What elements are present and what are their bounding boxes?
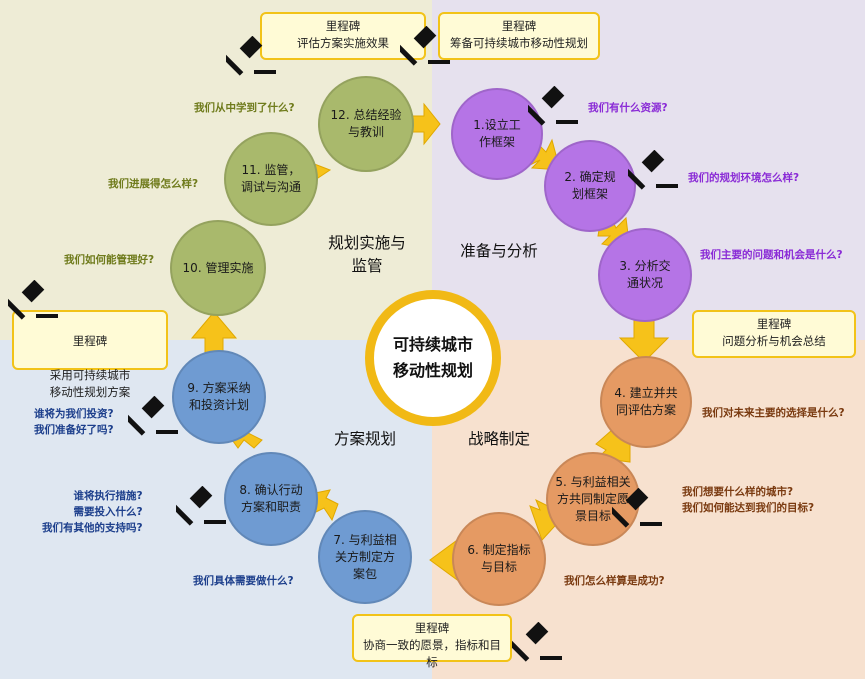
milestone-evaluate: 里程碑 评估方案实施效果 [260,12,426,60]
phase-planning: 方案规划 [333,430,396,448]
question-11: 我们进展得怎么样? [108,178,199,190]
question-10: 我们如何能管理好? [64,254,155,266]
question-1: 我们有什么资源? [588,102,668,114]
gavel-icon [128,396,178,436]
step-5[interactable]: 5. 与利益相关 方共同制定愿 景目标 [546,452,640,546]
question-12: 我们从中学到了什么? [194,102,295,114]
milestone-title: 里程碑 [501,19,537,33]
question-3: 我们主要的问题和机会是什么? [700,249,843,261]
question-8: 谁将执行措施? 需要投入什么? 我们有其他的支持吗? [42,490,143,534]
milestone-text: 协商一致的愿景，指标和目标 [363,638,501,669]
question-2: 我们的规划环境怎么样? [688,172,800,184]
step-11[interactable]: 11. 监管， 调试与沟通 [224,132,318,226]
gavel-icon [628,150,678,190]
step-12[interactable]: 12. 总结经验 与教训 [318,76,414,172]
arrow-12-to-1 [409,102,441,146]
step-3[interactable]: 3. 分析交 通状况 [598,228,692,322]
step-7[interactable]: 7. 与利益相 关方制定方 案包 [318,510,412,604]
gavel-icon [612,488,662,528]
question-5: 我们想要什么样的城市? 我们如何能达到我们的目标? [682,486,815,514]
milestone-adopt: 里程碑 采用可持续城市 移动性规划方案 [12,310,168,399]
gavel-icon [512,622,562,662]
step-1[interactable]: 1.设立工 作框架 [451,88,543,180]
milestone-vision: 里程碑 协商一致的愿景，指标和目标 [352,614,512,669]
milestone-text: 筹备可持续城市移动性规划 [450,36,588,50]
center-title: 可持续城市 移动性规划 [365,290,501,426]
phase-strategy: 战略制定 [467,430,530,448]
milestone-prepare: 里程碑 筹备可持续城市移动性规划 [438,12,600,60]
step-6[interactable]: 6. 制定指标 与目标 [452,512,546,606]
question-4: 我们对未来主要的选择是什么? [702,407,845,419]
milestone-title: 里程碑 [325,19,361,33]
step-8[interactable]: 8. 确认行动 方案和职责 [224,452,318,546]
milestone-title: 里程碑 [756,317,792,331]
milestone-title: 里程碑 [414,621,450,635]
milestone-analysis: 里程碑 问题分析与机会总结 [692,310,856,358]
arrow-3-to-4 [618,317,670,363]
milestone-text: 采用可持续城市 移动性规划方案 [49,368,131,399]
question-6: 我们怎么样算是成功? [564,575,665,587]
milestone-text: 评估方案实施效果 [297,36,389,50]
milestone-title: 里程碑 [72,334,108,348]
milestone-text: 问题分析与机会总结 [722,334,826,348]
gavel-icon [176,486,226,526]
step-9[interactable]: 9. 方案采纳 和投资计划 [172,350,266,444]
phase-preparation: 准备与分析 [460,242,538,260]
gavel-icon [400,26,450,66]
question-9: 谁将为我们投资? 我们准备好了吗? [34,408,114,436]
step-10[interactable]: 10. 管理实施 [170,220,266,316]
question-7: 我们具体需要做什么? [193,575,294,587]
gavel-icon [8,280,58,320]
step-4[interactable]: 4. 建立并共 同评估方案 [600,356,692,448]
phase-implementation: 规划实施与 监管 [328,234,406,275]
gavel-icon [226,36,276,76]
gavel-icon [528,86,578,126]
step-2[interactable]: 2. 确定规 划框架 [544,140,636,232]
